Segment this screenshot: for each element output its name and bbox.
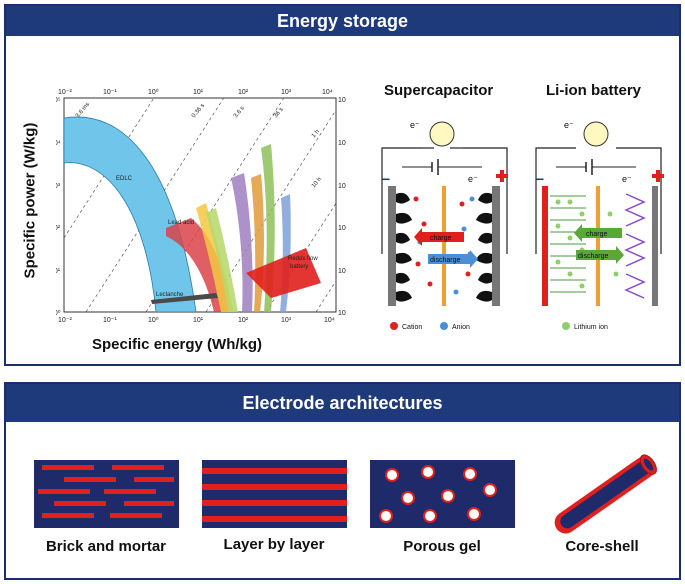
li-charge-label: charge xyxy=(586,231,608,238)
sc-legend-anion: Anion xyxy=(452,324,470,331)
leclanche-region xyxy=(151,293,218,304)
svg-text:36 s: 36 s xyxy=(273,107,285,120)
li-discharge-label: discharge xyxy=(578,253,608,260)
arch-label-porous: Porous gel xyxy=(403,538,481,555)
energy-storage-panel: Energy storage xyxy=(4,4,681,366)
ragone-y-label: Specific power (W/kg) xyxy=(21,122,39,279)
svg-text:10³: 10³ xyxy=(281,89,292,96)
supercapacitor-diagram: charge discharge − e⁻ e⁻ Cation Anion xyxy=(381,120,508,331)
svg-text:10³: 10³ xyxy=(56,183,61,190)
sc-discharge-label: discharge xyxy=(430,257,460,264)
svg-text:10⁵: 10⁵ xyxy=(56,97,61,104)
svg-text:10⁴: 10⁴ xyxy=(338,140,346,147)
electrode-architectures-panel: Electrode architectures Brick and mortar… xyxy=(4,382,681,580)
sc-electron-top: e⁻ xyxy=(410,120,420,130)
brick-and-mortar-image xyxy=(34,460,179,528)
li-electron-top: e⁻ xyxy=(564,120,574,130)
sc-charge-label: charge xyxy=(430,235,452,242)
svg-text:EDLC: EDLC xyxy=(116,176,133,182)
svg-text:10⁵: 10⁵ xyxy=(338,97,346,104)
arch-label-layer: Layer by layer xyxy=(223,536,325,553)
svg-text:1 h: 1 h xyxy=(311,129,321,139)
svg-text:10⁻²: 10⁻² xyxy=(58,89,72,96)
lifepo4-region xyxy=(206,208,238,312)
energy-storage-title: Energy storage xyxy=(6,6,679,36)
lead-acid-region xyxy=(166,218,231,312)
layer-by-layer-image xyxy=(202,460,347,528)
li-legend-ion: Lithium ion xyxy=(574,324,608,331)
arch-label-core-shell: Core-shell xyxy=(565,538,639,555)
svg-text:10²: 10² xyxy=(238,317,249,324)
svg-text:Lead acid: Lead acid xyxy=(168,220,194,226)
svg-text:10⁻¹: 10⁻¹ xyxy=(103,317,117,324)
svg-text:10⁰: 10⁰ xyxy=(56,309,61,317)
svg-text:battery: battery xyxy=(290,264,308,270)
li-ion-title: Li-ion battery xyxy=(546,82,642,99)
electrode-architectures-title: Electrode architectures xyxy=(6,384,679,422)
edlc-region xyxy=(64,116,197,312)
svg-text:10²: 10² xyxy=(56,225,61,232)
svg-text:10⁴: 10⁴ xyxy=(322,89,333,96)
svg-text:Leclanche: Leclanche xyxy=(156,292,184,298)
svg-text:10⁴: 10⁴ xyxy=(324,317,335,324)
svg-text:10³: 10³ xyxy=(281,317,292,324)
ragone-x-label: Specific energy (Wh/kg) xyxy=(92,336,263,353)
supercapacitor-title: Supercapacitor xyxy=(384,82,494,99)
svg-text:10²: 10² xyxy=(238,89,249,96)
svg-text:10⁰: 10⁰ xyxy=(148,88,159,96)
svg-text:10²: 10² xyxy=(338,225,346,232)
svg-text:10⁻¹: 10⁻¹ xyxy=(103,89,117,96)
liion-region xyxy=(231,173,253,312)
svg-text:10¹: 10¹ xyxy=(193,89,204,96)
svg-text:10¹: 10¹ xyxy=(193,317,204,324)
svg-text:10¹: 10¹ xyxy=(338,268,346,275)
sc-minus: − xyxy=(382,171,390,187)
sc-electron-right: e⁻ xyxy=(468,174,478,184)
li-ion-diagram: charge discharge − e⁻ e⁻ Lithium ion xyxy=(535,120,664,331)
x-ticks-bottom: 10⁻² 10⁻¹ 10⁰ 10¹ 10² 10³ 10⁴ xyxy=(58,316,335,324)
svg-text:10¹: 10¹ xyxy=(56,268,61,275)
svg-text:10⁰: 10⁰ xyxy=(148,316,159,324)
sc-legend-cation: Cation xyxy=(402,324,422,331)
svg-text:10⁰: 10⁰ xyxy=(338,309,346,317)
li-electron-right: e⁻ xyxy=(622,174,632,184)
svg-text:10⁻²: 10⁻² xyxy=(58,317,72,324)
redox-flow-region xyxy=(246,248,321,298)
svg-text:−: − xyxy=(536,171,544,187)
svg-text:10⁴: 10⁴ xyxy=(56,140,61,147)
svg-text:Redox flow: Redox flow xyxy=(288,256,318,262)
arch-label-brick: Brick and mortar xyxy=(45,538,167,555)
core-shell-image xyxy=(554,454,657,534)
ragone-plot: EDLC Lead acid Leclanche Redox flow batt… xyxy=(56,88,346,324)
porous-gel-image xyxy=(370,460,515,528)
svg-text:10³: 10³ xyxy=(338,183,346,190)
